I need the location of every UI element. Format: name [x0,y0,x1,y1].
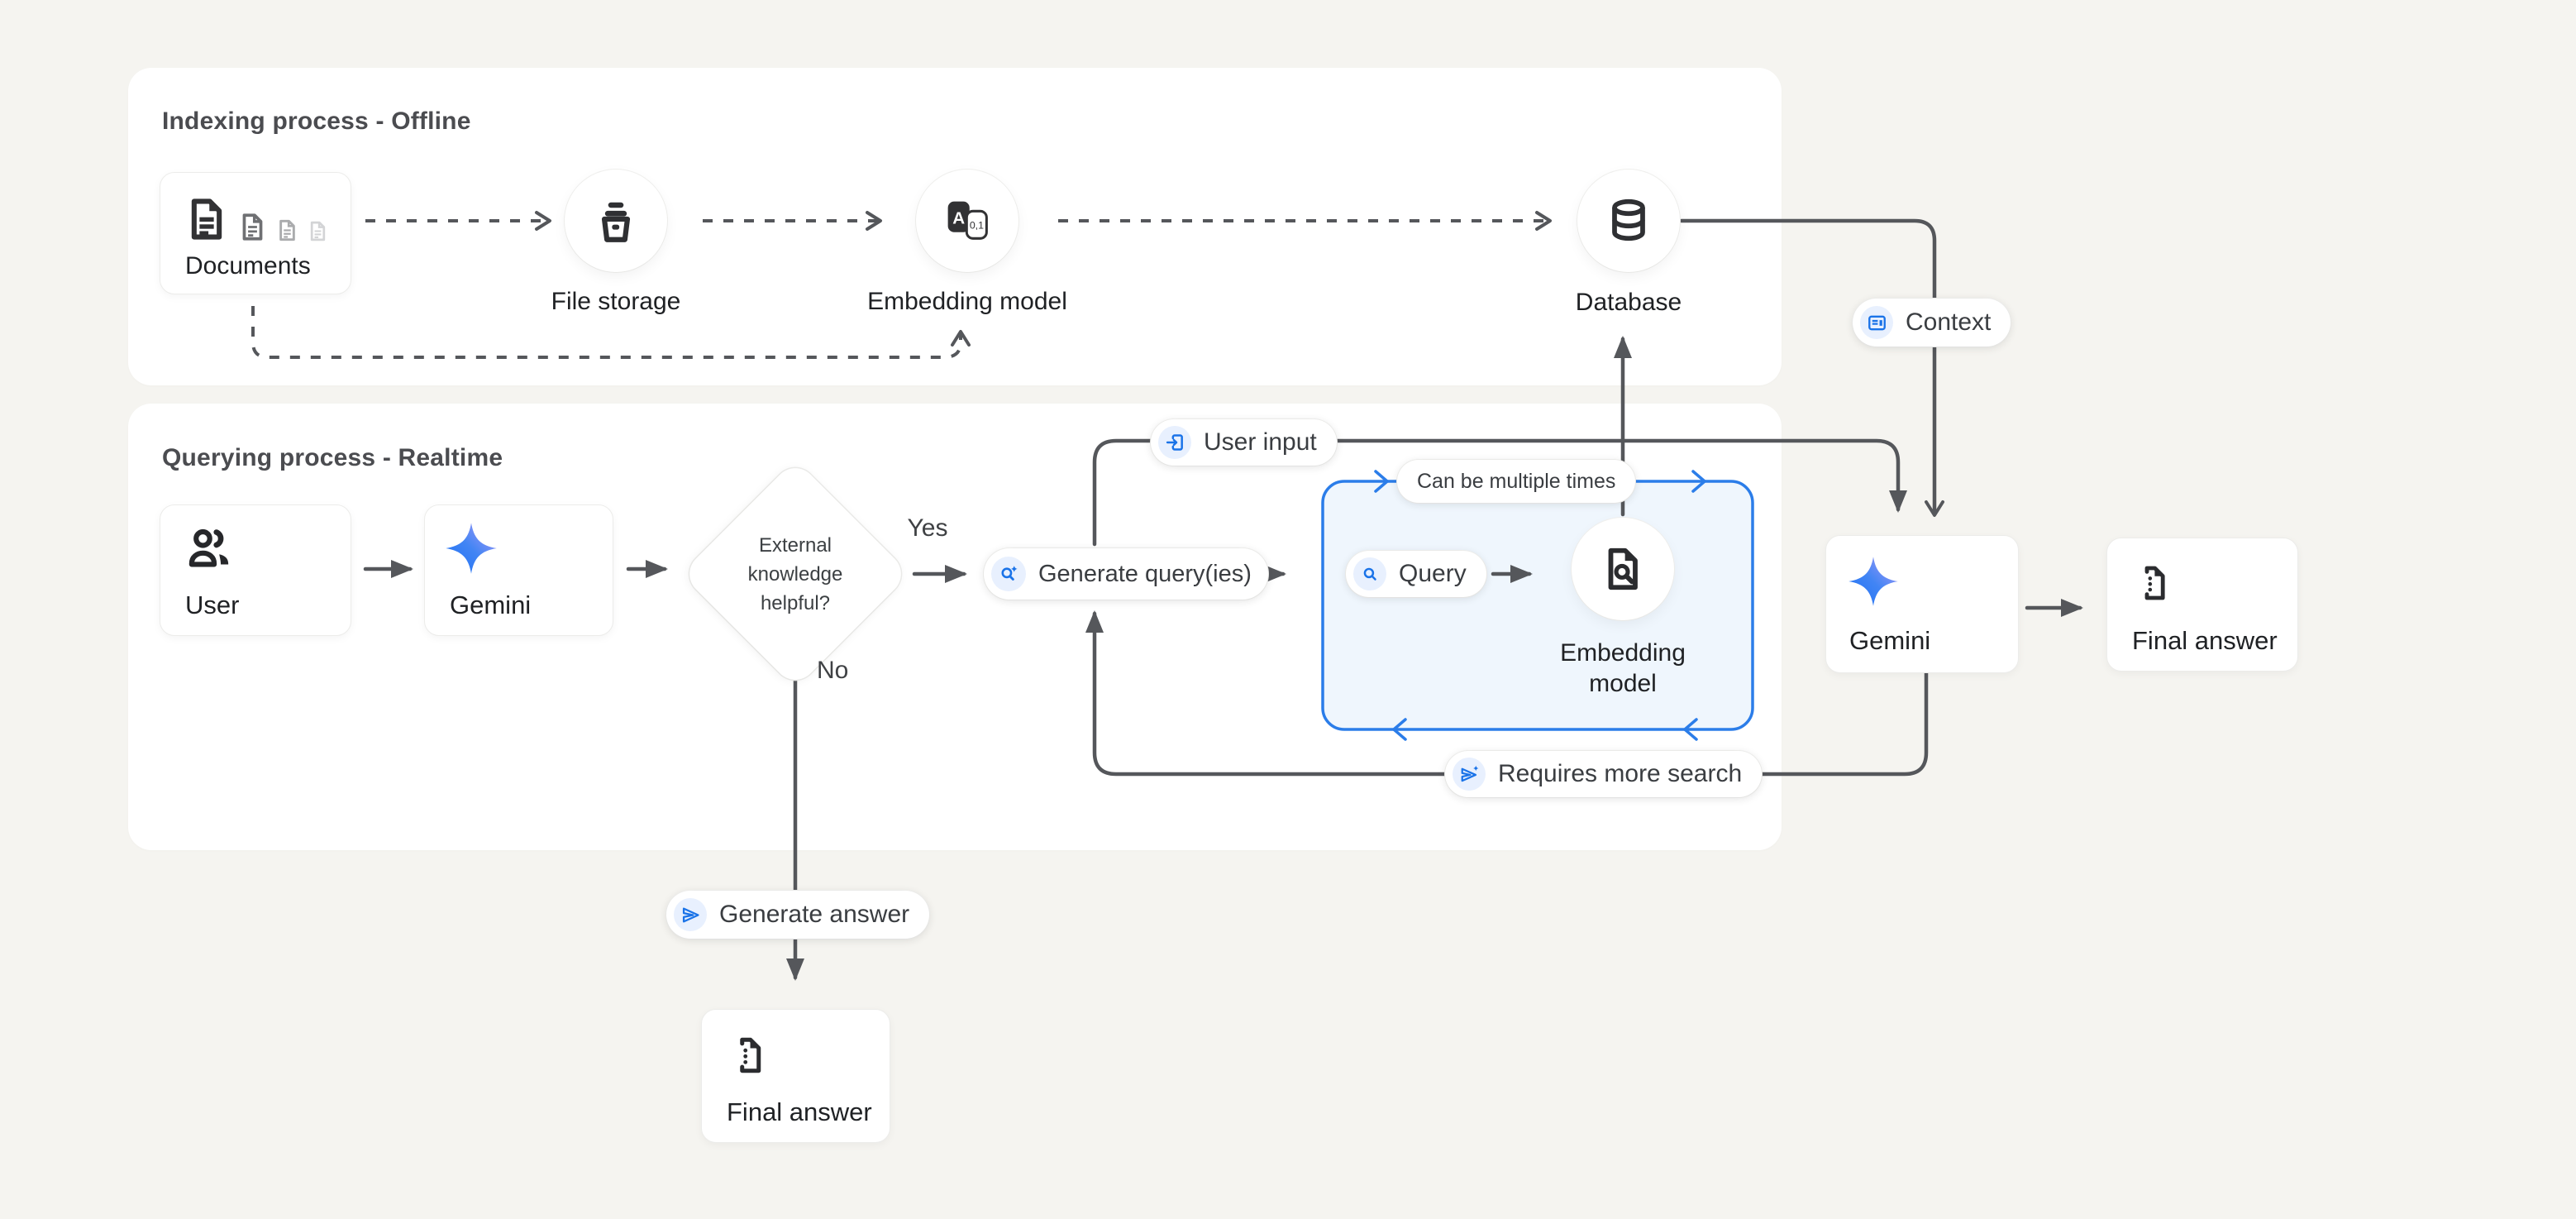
final-answer-right-label: Final answer [2132,626,2278,655]
final-answer-bottom-card: Final answer [701,1009,890,1143]
gemini-final-label: Gemini [1849,626,1931,655]
final-answer-right-card: Final answer [2106,538,2298,672]
can-be-multiple-times-pill: Can be multiple times [1397,460,1636,503]
requires-more-search-label: Requires more search [1498,760,1743,787]
file-storage-label: File storage [551,288,681,315]
user-card: User [160,504,351,636]
edge-documents-to-embedding-loop [251,306,971,359]
edge-database-context-to-gemini [1679,218,1944,517]
generate-queries-label: Generate query(ies) [1038,560,1252,587]
article-icon [1868,315,1886,330]
svg-text:A: A [952,208,965,227]
user-label: User [185,590,240,619]
search-sparkle-icon [1001,565,1018,581]
requires-more-search-pill: Requires more search [1445,751,1763,797]
indexing-panel-title: Indexing process - Offline [162,108,471,135]
user-input-pill: User input [1151,419,1337,466]
querying-panel-title: Querying process - Realtime [162,444,503,471]
decision-text: External knowledge helpful? [747,534,843,614]
query-label: Query [1399,560,1467,587]
generate-answer-pill: Generate answer [666,891,930,939]
yes-edge-label: Yes [907,514,948,542]
context-pill-label: Context [1906,308,1992,336]
send-icon [682,907,699,922]
database-label: Database [1575,289,1682,316]
database-cylinder-icon [1612,198,1645,241]
gemini-star-icon [1849,557,1898,606]
document-dotted-icon [2144,566,2165,600]
svg-text:0,1: 0,1 [970,220,984,232]
gemini-star-icon [446,523,497,574]
no-edge-label: No [817,657,849,684]
database-node [1577,170,1680,272]
file-storage-node [565,170,667,272]
translate-embedding-icon: A 0,1 [947,201,988,240]
embedding-model-indexing-node: A 0,1 [916,170,1018,272]
final-answer-bottom-label: Final answer [727,1097,872,1126]
query-pill: Query [1346,551,1486,597]
gemini-final-card: Gemini [1825,535,2019,673]
documents-stack-icon [184,196,329,242]
user-input-label: User input [1204,428,1317,456]
generate-queries-pill: Generate query(ies) [984,548,1268,600]
document-search-icon [1608,547,1638,590]
loop-box-direction-chevrons [1374,470,1706,741]
embedding-model-querying-node [1572,518,1674,620]
embedding-model-indexing-label: Embedding model [867,288,1067,315]
input-arrow-icon [1166,434,1183,451]
people-icon [188,528,229,567]
embedding-model-querying-label: Embedding model [1560,639,1686,697]
gemini-main-label: Gemini [450,590,532,619]
gemini-main-card: Gemini [424,504,613,636]
magnifier-icon [1363,567,1376,581]
context-pill: Context [1853,299,2011,347]
send-sparkle-icon [1461,765,1479,782]
document-dotted-icon [740,1037,761,1073]
documents-card: Documents [160,172,351,294]
documents-label: Documents [185,252,311,280]
generate-answer-label: Generate answer [719,901,910,928]
storage-bucket-icon [601,202,631,242]
edge-user-input-to-gemini [1092,438,1907,547]
